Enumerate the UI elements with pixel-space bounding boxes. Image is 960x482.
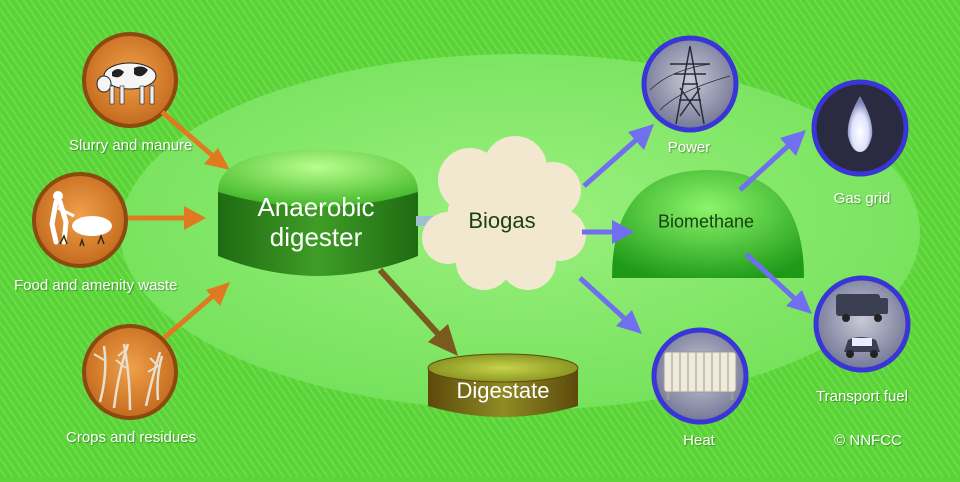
label-digester-line1: Anaerobic bbox=[257, 192, 375, 222]
label-food: Food and amenity waste bbox=[14, 277, 178, 294]
arrow-biogas-to-heat bbox=[578, 276, 642, 334]
biogas-cloud bbox=[422, 136, 586, 290]
label-crops: Crops and residues bbox=[66, 429, 197, 446]
lawnmower-icon bbox=[32, 172, 128, 268]
label-digester-line2: digester bbox=[269, 222, 363, 252]
label-heat: Heat bbox=[683, 432, 715, 449]
label-digester: Anaerobic digester bbox=[257, 192, 374, 252]
label-biogas: Biogas bbox=[468, 208, 536, 233]
arrow-biogas-to-biomethane bbox=[582, 220, 634, 244]
label-transport-fuel: Transport fuel bbox=[816, 388, 908, 405]
label-digestate: Digestate bbox=[456, 378, 550, 403]
arrow-biomethane-to-transport bbox=[744, 252, 812, 314]
arrow-biomethane-to-gas-grid bbox=[738, 130, 806, 192]
label-biomethane: Biomethane bbox=[657, 211, 755, 232]
radiator-icon bbox=[651, 327, 749, 425]
digestate-tank bbox=[427, 353, 579, 417]
gas-flame-icon bbox=[811, 79, 909, 177]
label-gas-grid: Gas grid bbox=[833, 190, 891, 207]
arrow-biogas-to-power bbox=[582, 124, 654, 188]
arrow-slurry-to-digester bbox=[160, 110, 230, 170]
arrow-crops-to-digester bbox=[162, 282, 230, 340]
label-power: Power bbox=[667, 139, 711, 156]
biomethane-dome bbox=[612, 170, 804, 278]
label-slurry: Slurry and manure bbox=[69, 137, 193, 154]
anaerobic-digester bbox=[218, 150, 418, 276]
pylon-icon bbox=[641, 35, 739, 133]
copyright-text: © NNFCC bbox=[834, 432, 902, 449]
arrow-digester-to-digestate bbox=[377, 267, 458, 356]
arrow-food-to-digester bbox=[128, 206, 206, 230]
cow-icon bbox=[82, 32, 178, 128]
vehicles-icon bbox=[813, 275, 911, 373]
crop-stalks-icon bbox=[82, 324, 178, 420]
